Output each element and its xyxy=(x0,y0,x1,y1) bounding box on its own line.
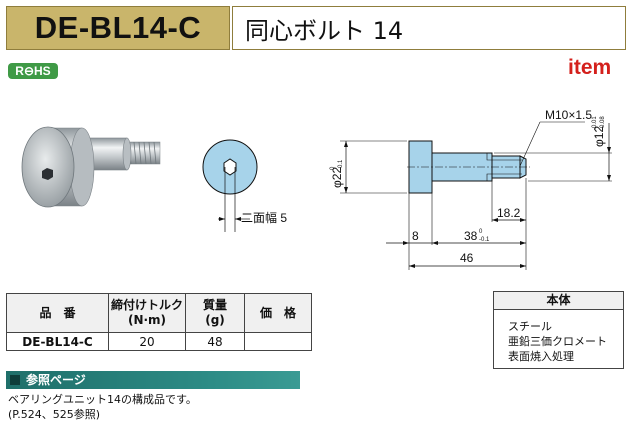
rohs-badge: R⊖HS xyxy=(8,63,58,79)
cell-part-no: DE-BL14-C xyxy=(6,332,109,351)
reference-title: 参照ページ xyxy=(26,373,86,387)
spec-header-row: 品 番 締付けトルク (N·m) 質量 (g) 価 格 xyxy=(6,293,312,333)
reference-pages: (P.524、525参照) xyxy=(8,408,100,421)
material-item: スチール xyxy=(508,320,552,333)
side-view xyxy=(340,121,612,270)
svg-text:φ12: φ12 xyxy=(592,126,606,147)
dim-head-length: 8 xyxy=(412,229,419,243)
square-icon xyxy=(10,375,20,385)
material-item: 表面焼入処理 xyxy=(508,350,574,363)
reference-bar: 参照ページ xyxy=(6,371,300,389)
technical-drawing: 二面幅 5 xyxy=(21,108,612,270)
product-name: 同心ボルト 14 xyxy=(245,16,404,45)
material-item: 亜鉛三価クロメート xyxy=(508,335,607,348)
brand-logo: item xyxy=(568,56,612,79)
thread-callout: M10×1.5 xyxy=(545,108,592,122)
dia12-label: φ12 -0.01 -0.08 xyxy=(592,116,606,147)
cell-price xyxy=(244,332,312,351)
product-code: DE-BL14-C xyxy=(34,10,202,45)
spec-table: 品 番 締付けトルク (N·m) 質量 (g) 価 格 DE-BL14-C 20… xyxy=(6,293,312,351)
reference-text: ベアリングユニット14の構成品です。 xyxy=(8,393,197,406)
product-code-box: DE-BL14-C xyxy=(6,6,230,50)
svg-text:0: 0 xyxy=(479,229,483,235)
svg-text:φ22: φ22 xyxy=(330,167,344,188)
cell-torque: 20 xyxy=(108,332,186,351)
product-title-box: 同心ボルト 14 xyxy=(232,6,626,50)
cell-mass: 48 xyxy=(185,332,245,351)
material-title: 本体 xyxy=(494,292,623,310)
col-torque: 締付けトルク (N·m) xyxy=(108,293,186,333)
material-list: スチール 亜鉛三価クロメート 表面焼入処理 xyxy=(494,310,623,364)
dim-total-length: 46 xyxy=(460,251,474,265)
table-row: DE-BL14-C 20 48 xyxy=(6,332,312,351)
svg-text:0: 0 xyxy=(330,166,336,170)
col-price: 価 格 xyxy=(244,293,312,333)
material-box: 本体 スチール 亜鉛三価クロメート 表面焼入処理 xyxy=(493,291,624,369)
end-view xyxy=(202,139,258,232)
dim-thread-length: 18.2 xyxy=(497,206,521,220)
width-across-flats-label: 二面幅 5 xyxy=(241,210,287,225)
svg-text:-0.1: -0.1 xyxy=(479,237,490,243)
dim-shank-length: 38 0 -0.1 xyxy=(464,229,490,243)
svg-text:-0.01: -0.01 xyxy=(592,116,598,130)
svg-text:-0.08: -0.08 xyxy=(600,116,606,130)
col-mass: 質量 (g) xyxy=(185,293,245,333)
col-part-no: 品 番 xyxy=(6,293,109,333)
dia22-label: φ22 0 -0.1 xyxy=(330,159,344,188)
product-photo xyxy=(21,126,161,208)
svg-text:-0.1: -0.1 xyxy=(338,159,344,170)
svg-text:38: 38 xyxy=(464,229,478,243)
